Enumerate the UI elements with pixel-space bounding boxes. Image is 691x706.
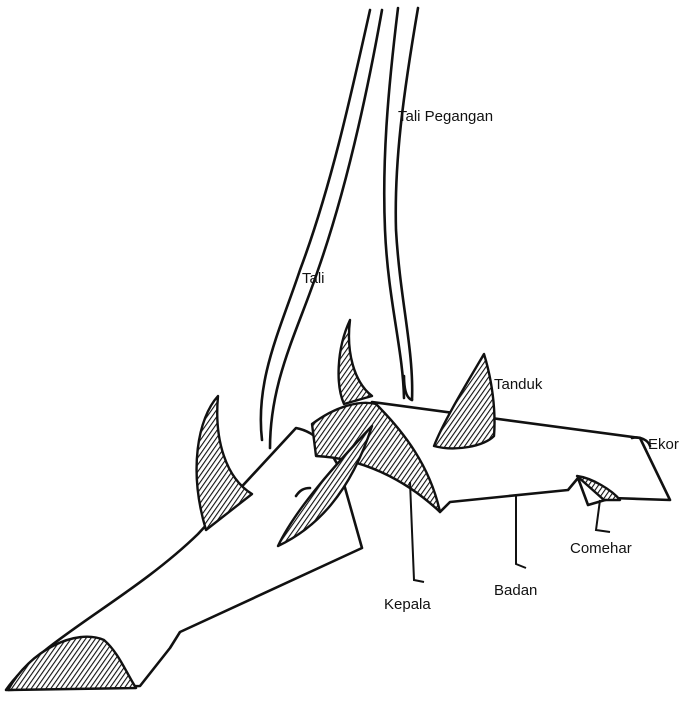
label-tali-pegangan: Tali Pegangan <box>398 108 493 125</box>
label-tali: Tali <box>302 270 325 287</box>
label-kepala: Kepala <box>384 596 431 613</box>
leader-comehar <box>596 500 610 532</box>
label-comehar: Comehar <box>570 540 632 557</box>
horn-right <box>434 354 495 448</box>
handle-string <box>384 8 418 400</box>
label-badan: Badan <box>494 582 537 599</box>
horn-center <box>339 320 372 404</box>
bridle-string <box>261 10 382 448</box>
label-tanduk: Tanduk <box>494 376 543 393</box>
label-ekor: Ekor <box>648 436 679 453</box>
leader-badan <box>516 494 526 568</box>
